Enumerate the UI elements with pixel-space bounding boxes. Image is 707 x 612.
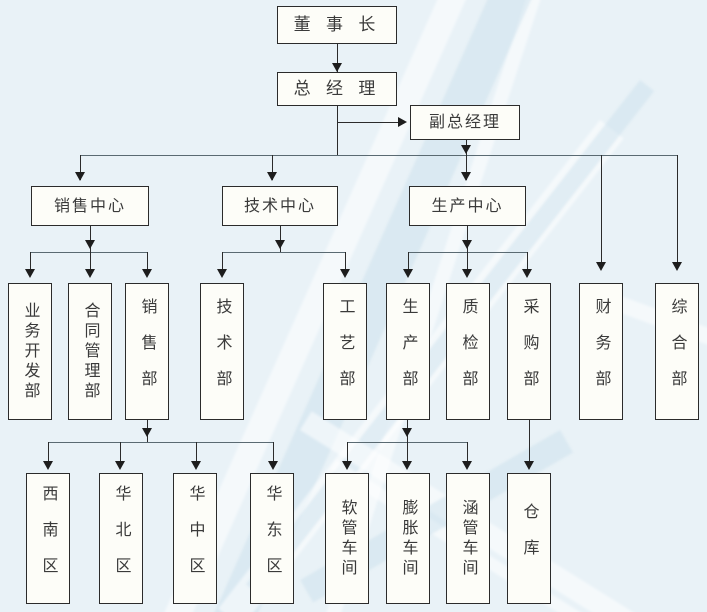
arrow-to-hose-workshop bbox=[342, 461, 352, 470]
arrow-to-sales-dept bbox=[142, 269, 152, 278]
arrow-to-production-center bbox=[461, 172, 471, 181]
node-purchasing-dept-label: 采购部 bbox=[520, 297, 540, 406]
node-finance-dept-label: 财务部 bbox=[592, 297, 612, 406]
node-tech-center-label: 技术中心 bbox=[243, 195, 316, 215]
sales-center-sub-bar bbox=[30, 252, 148, 254]
arrow-to-business-dev bbox=[25, 269, 35, 278]
drop-to-sales-center bbox=[80, 155, 82, 180]
node-hose-workshop-label: 软管车间 bbox=[338, 498, 358, 579]
node-expansion-workshop-label: 膨胀车间 bbox=[399, 498, 419, 579]
node-tech-center[interactable]: 技术中心 bbox=[222, 186, 338, 226]
tech-center-sub-bar bbox=[222, 252, 345, 254]
node-sales-center[interactable]: 销售中心 bbox=[31, 186, 149, 226]
node-finance-dept[interactable]: 财务部 bbox=[579, 283, 623, 420]
node-contract-management-dept[interactable]: 合同管理部 bbox=[68, 283, 112, 420]
arrow-to-production-dept bbox=[403, 269, 413, 278]
node-quality-inspection-dept-label: 质检部 bbox=[459, 297, 479, 406]
arrow-chairman-to-gm bbox=[332, 63, 342, 72]
edge-gm-to-deputy bbox=[337, 122, 405, 124]
node-tech-dept-label: 技术部 bbox=[213, 297, 233, 406]
node-production-center-label: 生产中心 bbox=[431, 195, 504, 215]
arrow-to-process-dept bbox=[340, 269, 350, 278]
arrow-deputy-down bbox=[461, 145, 471, 154]
drop-to-finance-dept bbox=[601, 155, 603, 267]
arrow-to-north-china-region bbox=[115, 461, 125, 470]
node-sales-center-label: 销售中心 bbox=[53, 195, 126, 215]
arrow-to-tech-dept bbox=[217, 269, 227, 278]
drop-to-north-china-region bbox=[120, 442, 122, 464]
node-sales-dept-label: 销售部 bbox=[138, 297, 158, 406]
drop-to-southwest-region bbox=[48, 442, 50, 464]
arrow-to-central-china-region bbox=[191, 461, 201, 470]
arrow-to-finance-dept bbox=[596, 262, 606, 271]
node-north-china-region-label: 华北区 bbox=[112, 484, 132, 593]
node-business-development-dept[interactable]: 业务开发部 bbox=[8, 283, 52, 420]
node-production-dept-label: 生产部 bbox=[399, 297, 419, 406]
arrow-to-general-affairs-dept bbox=[672, 262, 682, 271]
node-central-china-region[interactable]: 华中区 bbox=[173, 473, 217, 604]
arrow-tech-center-down bbox=[275, 240, 285, 249]
arrow-to-east-china-region bbox=[268, 461, 278, 470]
node-chairman[interactable]: 董 事 长 bbox=[277, 6, 397, 44]
node-general-affairs-dept[interactable]: 综合部 bbox=[655, 283, 699, 420]
node-expansion-workshop[interactable]: 膨胀车间 bbox=[386, 473, 430, 604]
node-production-center[interactable]: 生产中心 bbox=[409, 186, 526, 226]
node-quality-inspection-dept[interactable]: 质检部 bbox=[446, 283, 490, 420]
arrow-to-contract-mgmt bbox=[85, 269, 95, 278]
node-east-china-region-label: 华东区 bbox=[263, 484, 283, 593]
node-production-dept[interactable]: 生产部 bbox=[386, 283, 430, 420]
arrow-to-expansion-workshop bbox=[402, 461, 412, 470]
node-general-manager-label: 总 经 理 bbox=[293, 78, 381, 99]
arrow-to-warehouse bbox=[524, 461, 534, 470]
node-southwest-region[interactable]: 西南区 bbox=[26, 473, 70, 604]
arrow-to-southwest-region bbox=[43, 461, 53, 470]
node-north-china-region[interactable]: 华北区 bbox=[99, 473, 143, 604]
node-central-china-region-label: 华中区 bbox=[186, 484, 206, 593]
main-distribution-bar bbox=[80, 155, 678, 157]
node-business-development-dept-label: 业务开发部 bbox=[21, 301, 41, 402]
node-process-dept[interactable]: 工艺部 bbox=[323, 283, 367, 420]
node-east-china-region[interactable]: 华东区 bbox=[250, 473, 294, 604]
drop-to-general-affairs-dept bbox=[677, 155, 679, 267]
drop-to-contract-mgmt bbox=[90, 252, 92, 272]
node-process-dept-label: 工艺部 bbox=[336, 297, 356, 406]
edge-purchasing-to-warehouse bbox=[529, 420, 531, 464]
node-contract-management-dept-label: 合同管理部 bbox=[81, 301, 101, 402]
node-warehouse-label: 仓库 bbox=[520, 502, 540, 575]
arrow-sales-dept-down bbox=[142, 428, 152, 437]
node-culvert-workshop-label: 涵管车间 bbox=[459, 498, 479, 579]
arrow-production-center-down bbox=[462, 240, 472, 249]
node-tech-dept[interactable]: 技术部 bbox=[200, 283, 244, 420]
node-deputy-general-manager[interactable]: 副总经理 bbox=[410, 105, 520, 140]
node-deputy-general-manager-label: 副总经理 bbox=[428, 112, 501, 132]
node-chairman-label: 董 事 长 bbox=[293, 14, 381, 35]
arrow-to-quality-dept bbox=[462, 269, 472, 278]
sales-dept-region-bar bbox=[48, 442, 274, 444]
node-culvert-workshop[interactable]: 涵管车间 bbox=[446, 473, 490, 604]
node-sales-dept[interactable]: 销售部 bbox=[125, 283, 169, 420]
edge-gm-to-main-bar bbox=[337, 105, 339, 155]
node-purchasing-dept[interactable]: 采购部 bbox=[507, 283, 551, 420]
edge-sales-center-down bbox=[90, 226, 92, 252]
arrow-to-purchasing-dept bbox=[522, 269, 532, 278]
node-southwest-region-label: 西南区 bbox=[39, 484, 59, 593]
arrow-sales-center-down bbox=[85, 240, 95, 249]
node-hose-workshop[interactable]: 软管车间 bbox=[325, 473, 369, 604]
node-warehouse[interactable]: 仓库 bbox=[507, 473, 551, 604]
drop-to-business-dev bbox=[30, 252, 32, 272]
node-general-affairs-dept-label: 综合部 bbox=[668, 297, 688, 406]
arrow-production-dept-down bbox=[402, 428, 412, 437]
node-general-manager[interactable]: 总 经 理 bbox=[277, 72, 397, 106]
arrow-to-sales-center bbox=[75, 172, 85, 181]
arrow-gm-to-deputy bbox=[398, 117, 407, 127]
arrow-to-culvert-workshop bbox=[462, 461, 472, 470]
arrow-to-tech-center bbox=[267, 172, 277, 181]
